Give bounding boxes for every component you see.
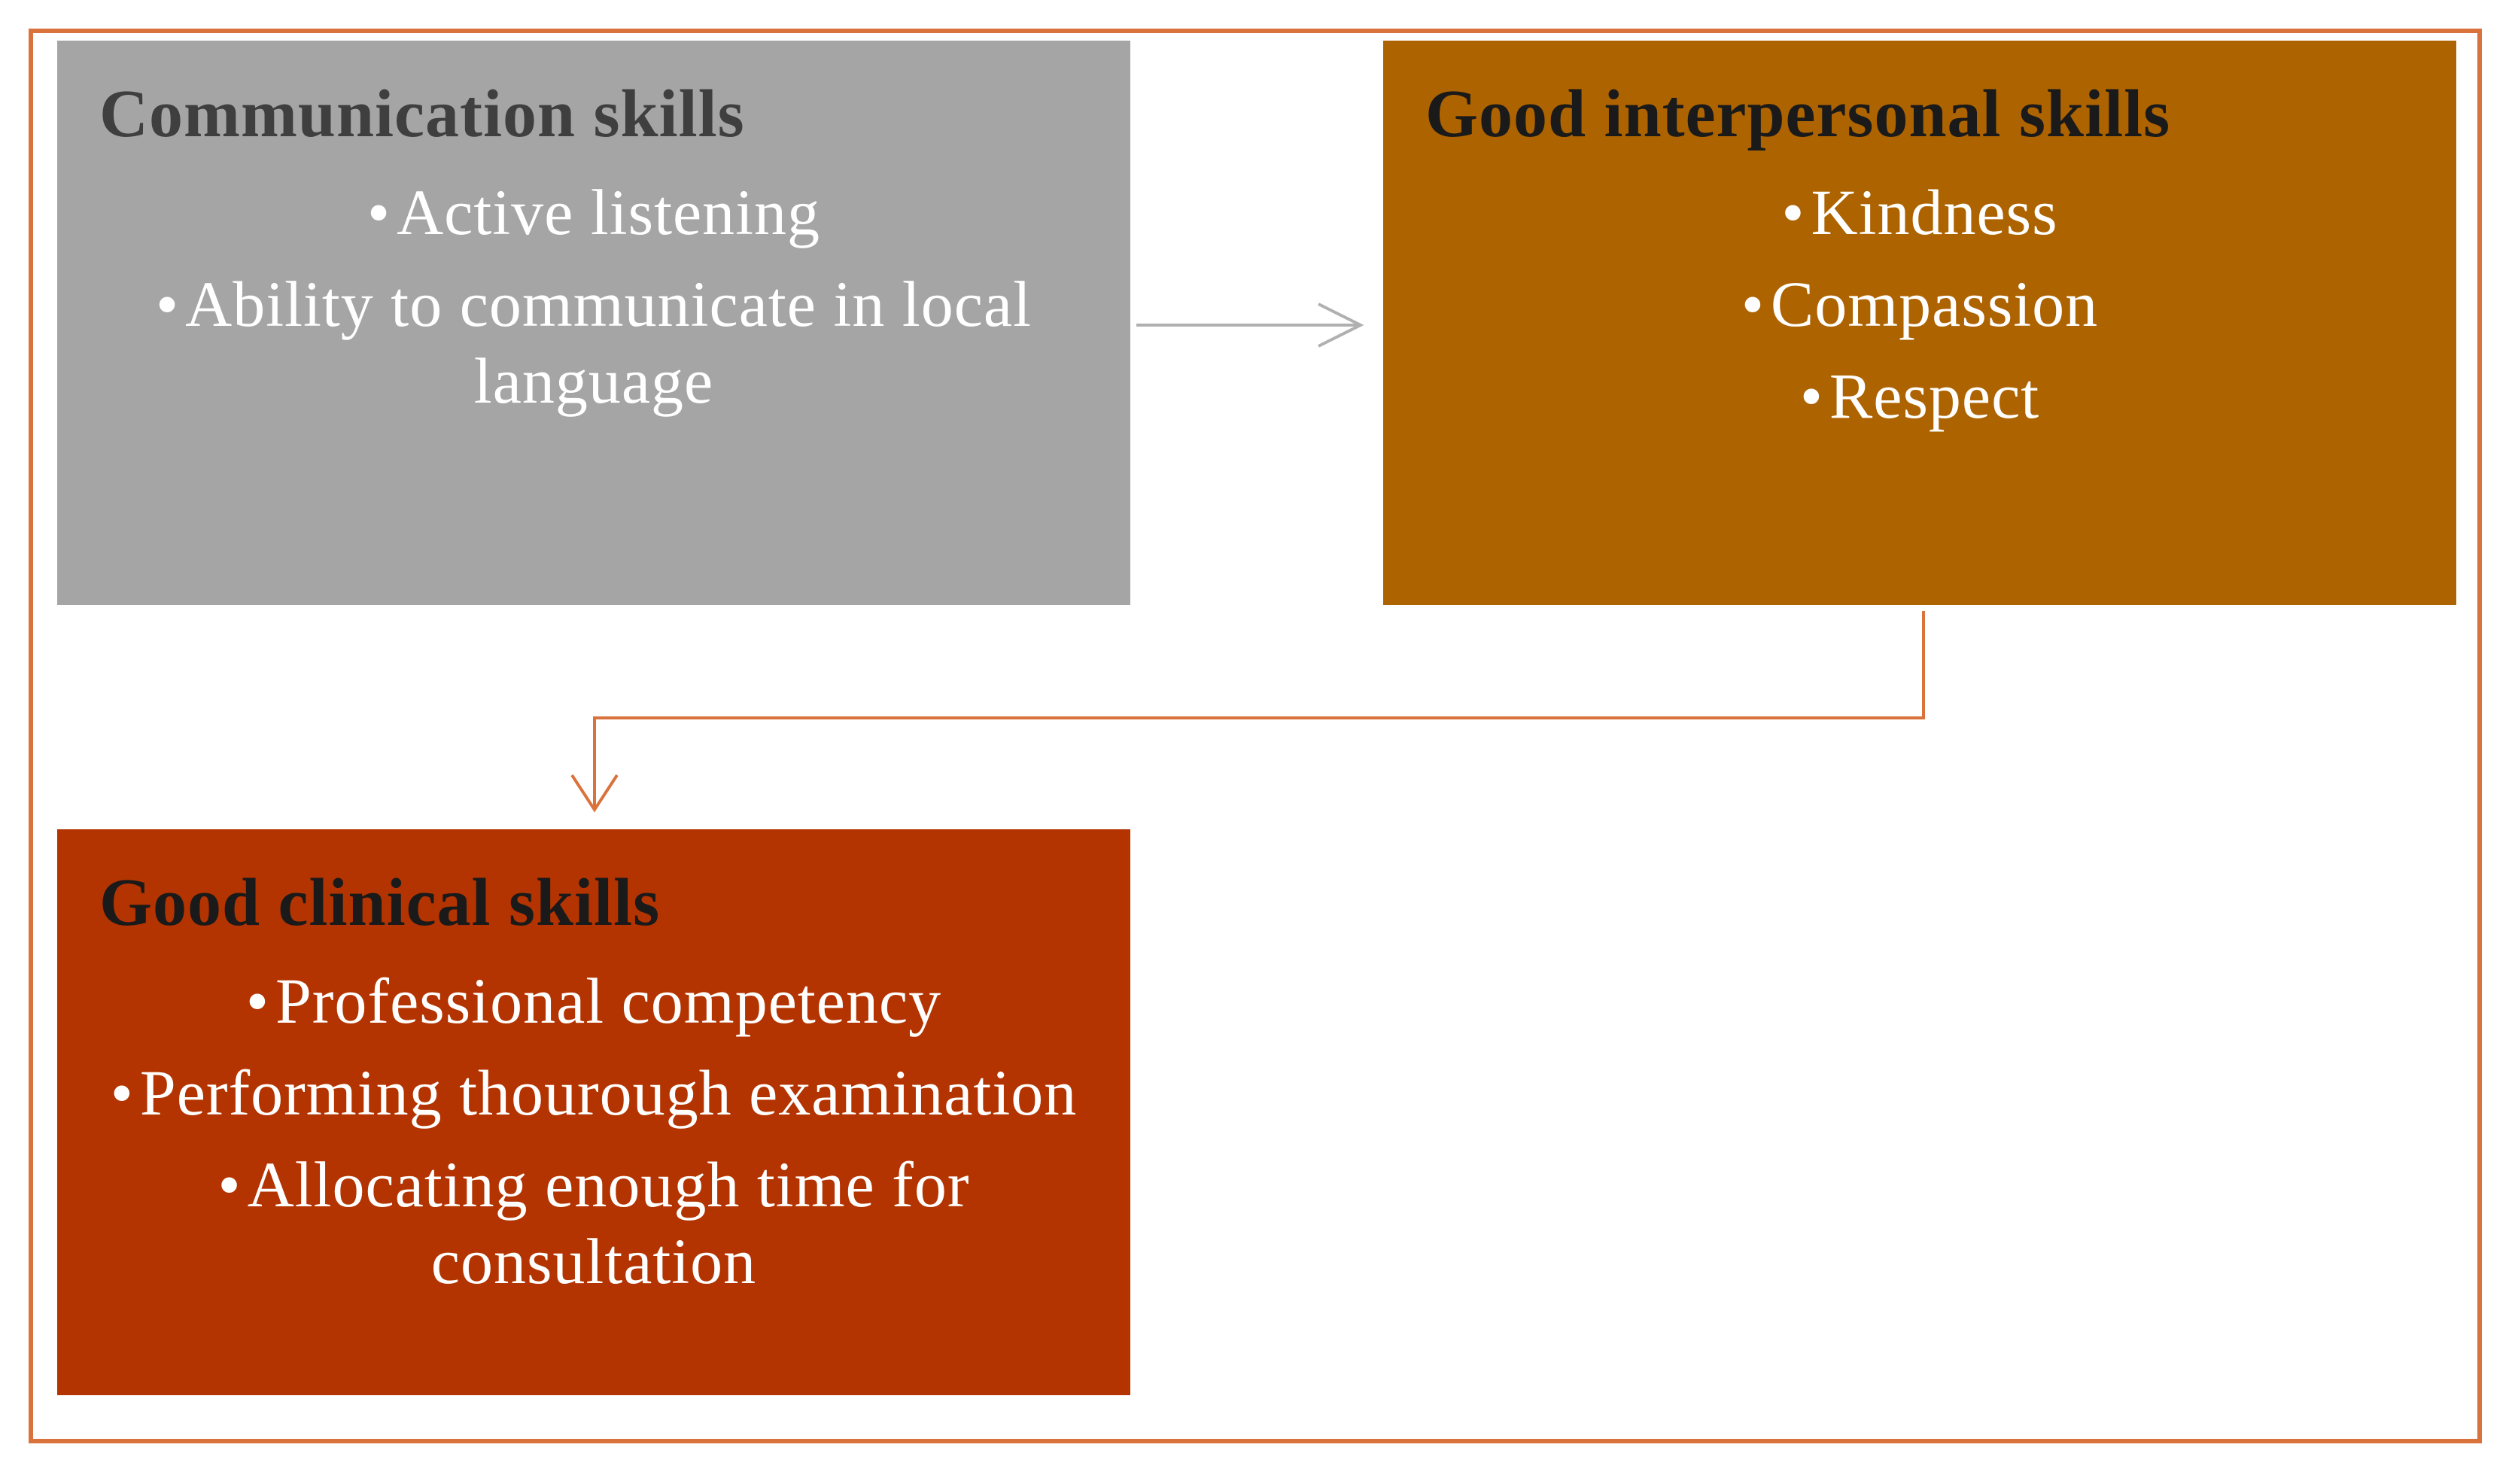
list-item: Allocating enough time for consultation: [99, 1146, 1088, 1300]
arrow-interpersonal-to-clinical: [570, 611, 1925, 813]
clinical-skills-list: Professional competency Performing thour…: [99, 962, 1088, 1300]
interpersonal-skills-box: Good interpersonal skills Kindness Compa…: [1383, 41, 2456, 605]
list-item: Ability to communicate in local language: [99, 266, 1088, 419]
clinical-skills-title: Good clinical skills: [99, 865, 661, 940]
list-item: Performing thourough examination: [99, 1054, 1088, 1131]
diagram-frame: [29, 29, 2482, 1443]
arrow-communication-to-interpersonal: [1136, 303, 1364, 348]
list-item: Active listening: [99, 174, 1088, 251]
list-item: Compassion: [1425, 266, 2414, 342]
communication-skills-list: Active listening Ability to communicate …: [99, 174, 1088, 419]
communication-skills-box: Communication skills Active listening Ab…: [57, 41, 1130, 605]
communication-skills-title: Communication skills: [99, 77, 745, 151]
list-item: Kindness: [1425, 174, 2414, 251]
clinical-skills-box: Good clinical skills Professional compet…: [57, 829, 1130, 1395]
interpersonal-skills-title: Good interpersonal skills: [1425, 77, 2171, 151]
list-item: Professional competency: [99, 962, 1088, 1039]
list-item: Respect: [1425, 357, 2414, 434]
interpersonal-skills-list: Kindness Compassion Respect: [1425, 174, 2414, 434]
